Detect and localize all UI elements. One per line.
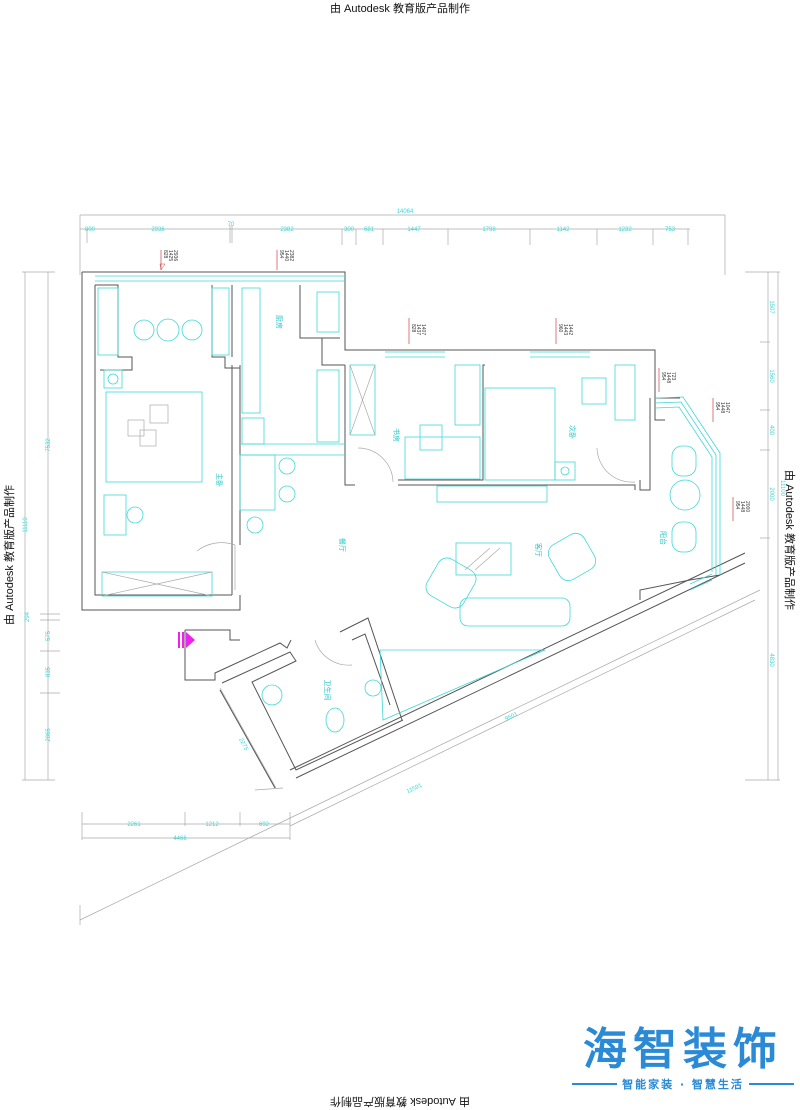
dim-label: 2382 — [280, 227, 294, 233]
dim-label: 692 — [259, 822, 270, 828]
dim-diagonal-outer: 11591 — [406, 783, 424, 796]
company-logo: 海智装饰 智能家装 · 智慧生活 — [572, 1024, 794, 1092]
watermark-bottom: 由 Autodesk 教育版产品制作 — [330, 1095, 470, 1109]
elevation-value: 954 — [714, 402, 720, 411]
dim-label: 753 — [665, 227, 676, 233]
dim-label: 800 — [85, 227, 96, 233]
dim-label: 2936 — [151, 227, 165, 233]
dim-label: 1560 — [768, 369, 774, 383]
elevation-value: 1407 — [420, 324, 426, 335]
elevation-value: 2000 — [744, 501, 750, 512]
dim-label: 1232 — [618, 227, 632, 233]
watermark-top: 由 Autodesk 教育版产品制作 — [330, 1, 470, 15]
dim-bottom-overall: 4466 — [173, 836, 187, 842]
dim-right-overall: 11100 — [779, 480, 785, 496]
watermark-left: 由 Autodesk 教育版产品制作 — [2, 485, 16, 625]
dim-label: 1507 — [768, 300, 774, 314]
elevation-value: 1448 — [665, 372, 671, 383]
room-label-second-bedroom: 次卧 — [568, 425, 577, 439]
elevation-value: 1425 — [167, 250, 173, 261]
elevation-value: 1448 — [719, 402, 725, 413]
elevation-value: 954 — [278, 250, 284, 259]
elevation-value: 1442 — [567, 324, 573, 335]
sofa — [459, 597, 571, 627]
dim-left-overall: 11110 — [23, 517, 29, 533]
elevation-value: 723 — [670, 372, 676, 381]
dim-label: 400 — [768, 425, 774, 436]
elevation-value: 1448 — [739, 501, 745, 512]
dim-label: 575 — [46, 630, 52, 641]
elevation-value: 1437 — [415, 324, 421, 335]
divider — [748, 1083, 794, 1085]
walls — [81, 271, 746, 789]
windows — [95, 275, 721, 591]
elevation-value: 954 — [660, 372, 666, 381]
furniture — [97, 287, 701, 733]
elevation-value: 1440 — [283, 250, 289, 261]
room-labels: 主卧 厨房 书房 次卧 餐厅 客厅 阳台 卫生间 — [215, 315, 668, 701]
room-label-living: 客厅 — [534, 543, 543, 557]
room-label-balcony: 阳台 — [659, 531, 668, 545]
watermark-right: 由 Autodesk 教育版产品制作 — [783, 470, 797, 610]
elevation-value: 1443 — [562, 324, 568, 335]
dim-label: 4830 — [768, 653, 774, 667]
logo-name: 海智装饰 — [583, 1024, 783, 1075]
elevation-value: 828 — [410, 324, 416, 333]
entrance-arrow-icon — [178, 632, 195, 648]
dim-label: 7532 — [46, 438, 52, 452]
elevation-value: 2382 — [288, 250, 294, 261]
dim-label: 2865 — [46, 728, 52, 742]
room-label-dining: 餐厅 — [338, 538, 347, 552]
room-label-bathroom: 卫生间 — [323, 680, 332, 701]
dim-label: 2261 — [127, 822, 141, 828]
room-label-study: 书房 — [392, 428, 401, 442]
top-dimensions: 14064 800 2936 70 2382 300 681 1447 1798… — [79, 209, 726, 275]
dim-diagonal-inner: 9501 — [504, 711, 519, 723]
left-dimensions: 11110 7532 294 575 835 2865 — [22, 271, 60, 781]
dim-label: 1142 — [557, 227, 571, 233]
dim-label: 1212 — [205, 822, 219, 828]
elevation-value: 2936 — [172, 250, 178, 261]
elevation-value: 954 — [734, 501, 740, 510]
dim-label: 300 — [344, 227, 355, 233]
dim-label: 1798 — [482, 227, 496, 233]
dim-label: 835 — [46, 666, 52, 677]
elevation-value: 960 — [557, 324, 563, 333]
logo-tagline: 智能家装 · 智慧生活 — [622, 1078, 744, 1091]
bed — [105, 391, 203, 483]
room-label-master-bedroom: 主卧 — [215, 473, 224, 487]
room-label-kitchen: 厨房 — [275, 315, 284, 329]
dim-label: 681 — [364, 227, 375, 233]
bed — [484, 387, 556, 481]
dim-label: 294 — [25, 611, 31, 622]
elevation-value: 1047 — [724, 402, 730, 413]
dim-top-overall: 14064 — [397, 209, 414, 215]
elevation-value: 828 — [162, 250, 168, 259]
dim-bath-side: 2275 — [237, 737, 249, 752]
dim-label: 1447 — [407, 227, 421, 233]
doors — [196, 447, 636, 666]
right-dimensions: 1507 1560 400 2000 4830 11100 — [745, 271, 785, 781]
dim-label: 2000 — [768, 487, 774, 501]
dim-label: 70 — [228, 222, 235, 228]
divider — [572, 1083, 618, 1085]
